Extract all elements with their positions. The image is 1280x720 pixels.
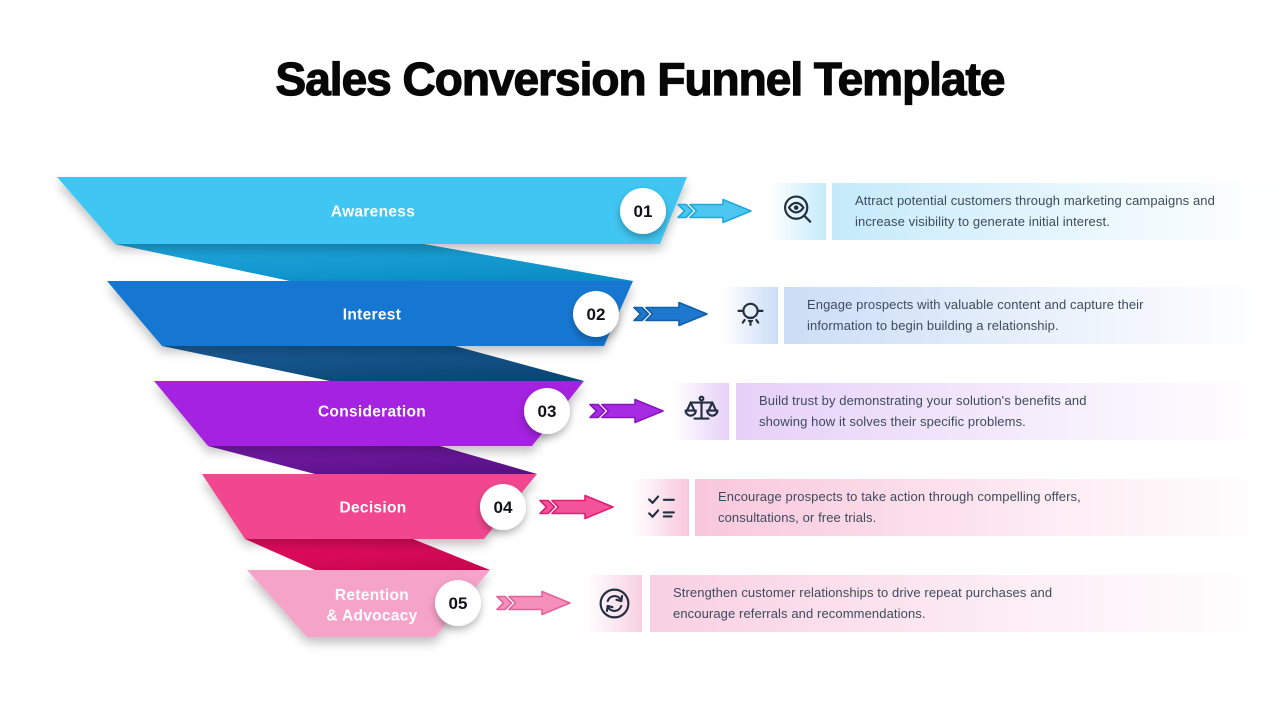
stage-arrow-icon [496, 590, 571, 616]
funnel-band-consideration [154, 381, 584, 446]
stage-number-badge [480, 484, 526, 530]
stage-label: Interest [343, 307, 401, 324]
funnel-band-retention-advocacy [247, 570, 490, 637]
stage-number: 05 [449, 594, 468, 613]
description-box: Engage prospects with valuable content a… [784, 287, 1272, 344]
description-box: Encourage prospects to take action throu… [695, 479, 1272, 536]
stage-number: 02 [587, 305, 606, 324]
icon-tile-decision [633, 479, 689, 536]
stage-label: Awareness [331, 204, 415, 221]
stage-label: Retention [335, 587, 409, 604]
balance-scale-icon [684, 395, 718, 420]
stage-arrow-icon [633, 301, 708, 327]
icon-tile-awareness [770, 183, 826, 240]
description-line: showing how it solves their specific pro… [759, 413, 1026, 429]
stage-number: 03 [538, 402, 557, 421]
description-box: Strengthen customer relationships to dri… [650, 575, 1272, 632]
stage-arrow-icon [539, 494, 614, 520]
icon-tile-retention-advocacy [586, 575, 642, 632]
stage-label: & Advocacy [326, 608, 417, 625]
page-title: Sales Conversion Funnel Template [275, 53, 1006, 105]
icon-tile-interest [722, 287, 778, 344]
description-line: increase visibility to generate initial … [855, 213, 1110, 229]
stage-number-badge [573, 291, 619, 337]
funnel-fold-interest [162, 346, 584, 381]
stage-label: Decision [339, 500, 406, 517]
description-line: consultations, or free trials. [718, 509, 877, 525]
funnel-band-interest [107, 281, 633, 346]
funnel-fold-consideration [208, 446, 537, 474]
description-box: Build trust by demonstrating your soluti… [736, 383, 1272, 440]
stage-arrow-icon [677, 198, 752, 224]
stage-number-badge [435, 580, 481, 626]
stage-number-badge [620, 188, 666, 234]
refresh-cycle-icon [599, 588, 629, 619]
description-box: Attract potential customers through mark… [832, 183, 1272, 240]
description-line: Build trust by demonstrating your soluti… [759, 393, 1087, 408]
stage-number: 01 [634, 202, 653, 221]
icon-tile-consideration [673, 383, 729, 440]
checklist-icon [647, 495, 675, 518]
eye-magnifier-icon [783, 195, 811, 223]
stage-label: Consideration [318, 404, 426, 421]
description-line: Encourage prospects to take action throu… [718, 489, 1081, 504]
stage-arrow-icon [589, 398, 664, 424]
stage-number: 04 [494, 498, 513, 517]
stage-number-badge [524, 388, 570, 434]
funnel-fold-awareness [115, 244, 633, 281]
funnel-band-decision [202, 474, 537, 539]
description-line: Attract potential customers through mark… [855, 193, 1215, 208]
description-line: information to begin building a relation… [807, 317, 1059, 333]
description-line: Strengthen customer relationships to dri… [673, 585, 1053, 600]
funnel-band-awareness [57, 177, 687, 244]
description-line: encourage referrals and recommendations. [673, 605, 926, 621]
description-line: Engage prospects with valuable content a… [807, 297, 1144, 312]
idea-bulb-icon [736, 302, 764, 326]
funnel-fold-decision [245, 539, 490, 570]
